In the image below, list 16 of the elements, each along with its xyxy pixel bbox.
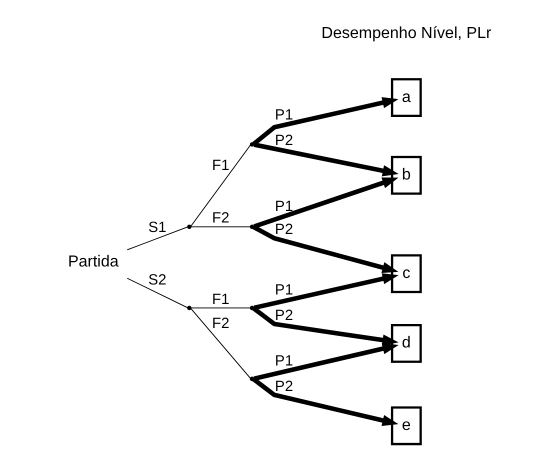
edge-label: P2 bbox=[274, 132, 294, 149]
label: Desempenho Nível, PLr bbox=[321, 24, 492, 42]
edge-label: P1 bbox=[274, 282, 294, 299]
edge-label: P2 bbox=[274, 222, 294, 238]
edge-label: F2 bbox=[212, 210, 230, 227]
edge-label: F2 bbox=[212, 316, 230, 332]
node-text: Partida bbox=[68, 253, 119, 270]
edge-label: P1 bbox=[274, 199, 294, 216]
edge-label: F1 bbox=[212, 158, 230, 174]
edge-label: S2 bbox=[148, 272, 166, 288]
edge-label: P1 bbox=[274, 354, 294, 370]
edge-label: P1 bbox=[274, 108, 294, 124]
edge-label: P2 bbox=[274, 308, 294, 324]
edge-label: P2 bbox=[274, 378, 294, 395]
edge-label: F1 bbox=[212, 292, 230, 308]
edge-label: S1 bbox=[148, 220, 166, 236]
